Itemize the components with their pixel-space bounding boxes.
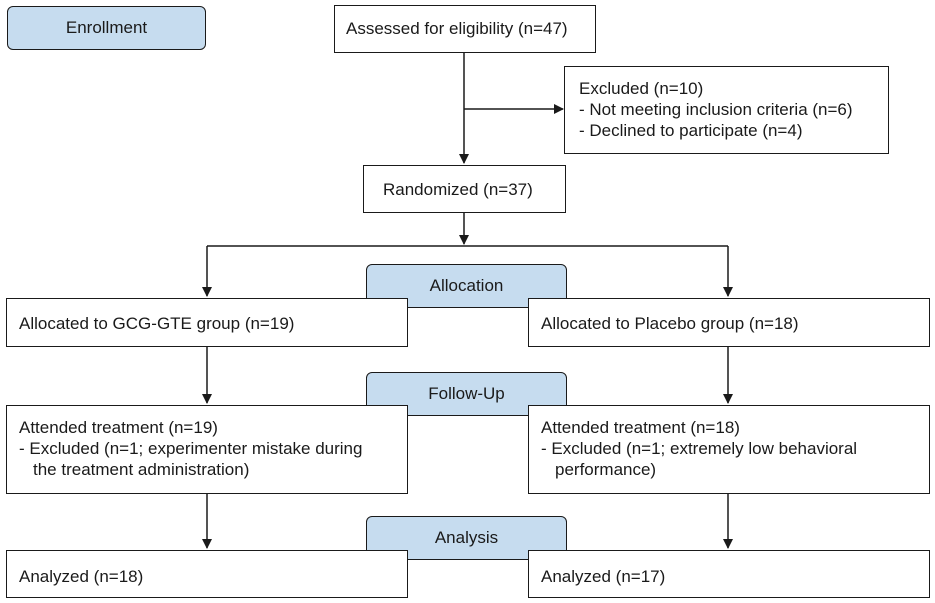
left-allocated-box: Allocated to GCG-GTE group (n=19) [6,298,408,347]
excluded-reason: - Declined to participate (n=4) [579,121,803,140]
left-attended-box: Attended treatment (n=19) - Excluded (n=… [6,405,408,494]
stage-enrollment: Enrollment [7,6,206,50]
stage-follow-up-label: Follow-Up [428,384,505,403]
stage-allocation-label: Allocation [429,276,504,295]
assessed-box: Assessed for eligibility (n=47) [334,5,596,53]
excluded-reason: - Not meeting inclusion criteria (n=6) [579,100,853,119]
left-analyzed-box: Analyzed (n=18) [6,550,408,598]
stage-enrollment-label: Enrollment [65,18,148,37]
stage-analysis-label: Analysis [434,528,499,547]
left-excluded-line1: - Excluded (n=1; experimenter mistake du… [19,439,363,458]
randomized-text: Randomized (n=37) [383,180,533,199]
right-analyzed-text: Analyzed (n=17) [541,567,666,586]
right-allocated-text: Allocated to Placebo group (n=18) [541,314,799,333]
randomized-box: Randomized (n=37) [363,165,566,213]
right-analyzed-box: Analyzed (n=17) [528,550,930,598]
right-attended-text: Attended treatment (n=18) [541,418,740,437]
left-excluded-line2: the treatment administration) [33,460,250,479]
assessed-text: Assessed for eligibility (n=47) [346,19,568,38]
excluded-box: Excluded (n=10) - Not meeting inclusion … [564,66,889,154]
left-allocated-text: Allocated to GCG-GTE group (n=19) [19,314,295,333]
right-allocated-box: Allocated to Placebo group (n=18) [528,298,930,347]
right-excluded-line2: performance) [555,460,657,479]
left-attended-text: Attended treatment (n=19) [19,418,218,437]
left-analyzed-text: Analyzed (n=18) [19,567,144,586]
right-excluded-line1: - Excluded (n=1; extremely low behaviora… [541,439,858,458]
right-attended-box: Attended treatment (n=18) - Excluded (n=… [528,405,930,494]
excluded-title: Excluded (n=10) [579,79,704,98]
